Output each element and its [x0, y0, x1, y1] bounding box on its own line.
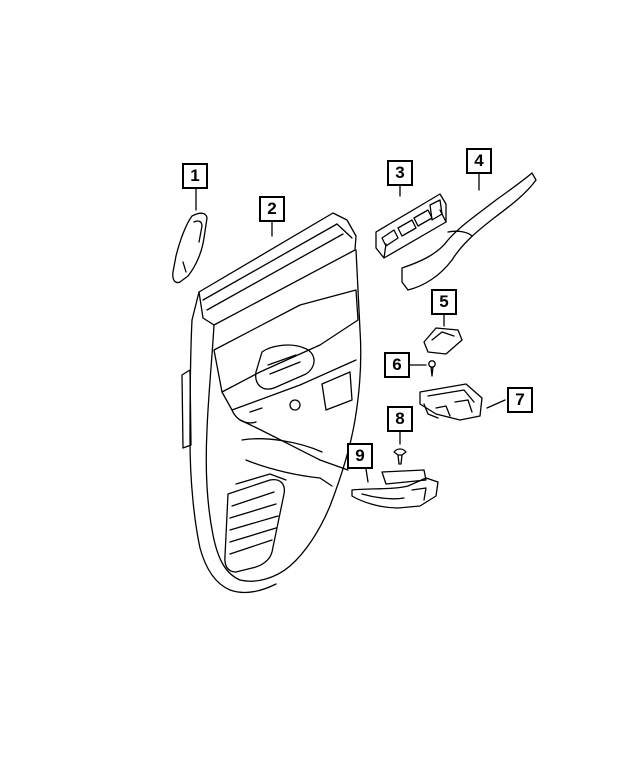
callout-6: 6	[384, 352, 410, 378]
callout-7: 7	[507, 387, 533, 413]
part-4-applique	[401, 172, 537, 291]
part-2-door-panel	[181, 212, 362, 594]
callout-3: 3	[387, 160, 413, 186]
part-7-handle-bezel	[419, 383, 506, 421]
callout-2: 2	[259, 196, 285, 222]
part-8-fastener	[393, 431, 407, 465]
callout-8: 8	[387, 406, 413, 432]
callout-9: 9	[347, 443, 373, 469]
part-6-screw	[409, 360, 436, 377]
callout-1: 1	[182, 163, 208, 189]
part-3-switch-bezel	[375, 185, 447, 259]
callout-5: 5	[431, 289, 457, 315]
part-5-bezel-cap	[423, 314, 463, 355]
part-1-pillar-trim	[172, 188, 208, 284]
callout-4: 4	[466, 148, 492, 174]
part-9-pull-handle	[351, 468, 439, 509]
